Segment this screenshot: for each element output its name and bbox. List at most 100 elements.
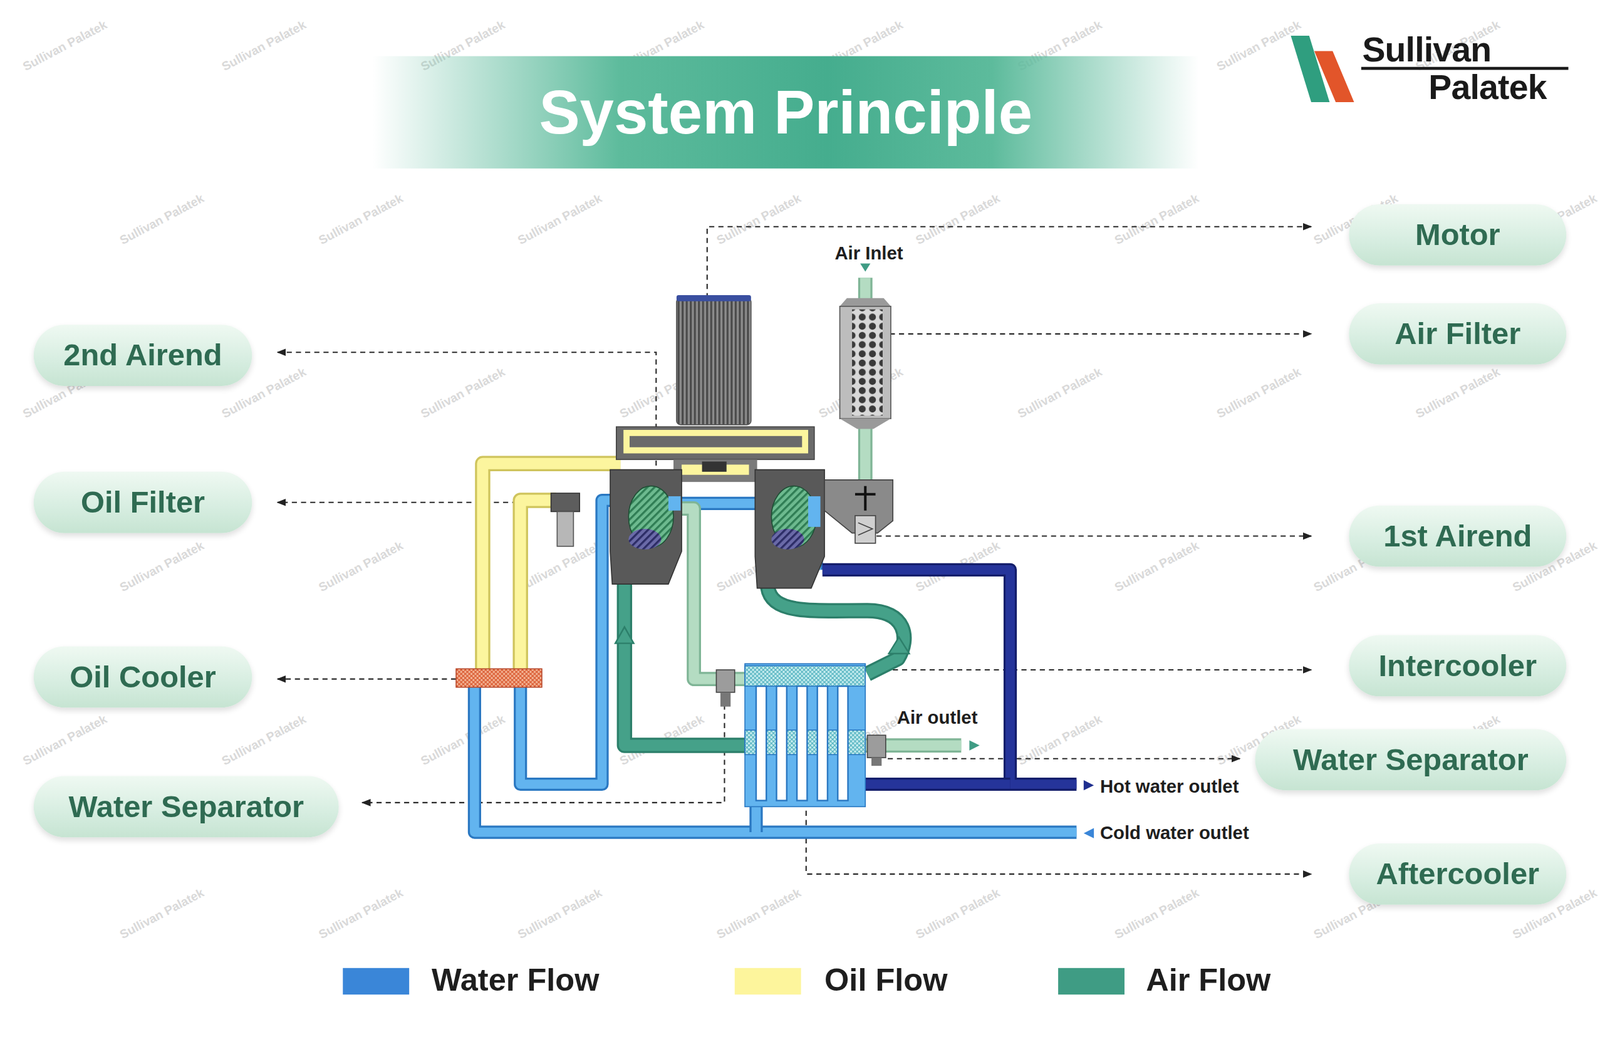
air-filter [840,418,891,429]
watermark: Sullivan Palatek [117,885,207,942]
component-callout: Air Filter [1348,303,1567,365]
compressed-air-pipe [668,277,962,745]
motor [676,295,752,425]
flow-arrow [860,263,871,272]
watermark: Sullivan Palatek [20,711,110,769]
air-pipe [888,637,910,654]
second-airend [610,469,682,585]
intake-valve [863,486,867,511]
compressed-air-pipe [860,420,871,482]
leader-line [806,755,1312,874]
watermark: Sullivan Palatek [515,885,605,942]
cooler-block [817,685,828,801]
air-filter [840,298,891,307]
component-callout: Oil Filter [33,471,253,534]
air-filter [840,306,891,419]
callout-text: Water Separator [1293,742,1529,777]
callout-text: Oil Filter [80,484,205,520]
cooler-block [837,685,848,801]
watermark: Sullivan Palatek [1111,538,1201,595]
flow-arrow [1083,779,1094,790]
leader-line [865,669,1312,671]
air-pipe [767,581,904,675]
watermark: Sullivan Palatek [219,17,309,74]
water-pipe [520,499,616,784]
water-separator [716,669,735,693]
logo-mark [1314,50,1355,102]
intake-valve [855,493,876,496]
component-callout: Water Separator [1254,729,1567,791]
callout-text: Aftercooler [1375,856,1540,891]
component-callout: Water Separator [33,775,339,837]
intake-valve [855,515,876,544]
gearbox [673,459,758,482]
leader-line [867,535,1312,537]
watermark: Sullivan Palatek [1111,885,1201,942]
port-label: Air Inlet [834,243,903,265]
component-callout: Motor [1348,204,1567,266]
leader-line [887,758,1240,760]
leader-line [277,678,457,680]
watermark: Sullivan Palatek [219,711,309,769]
water-separator [720,692,731,707]
watermark: Sullivan Palatek [714,191,804,248]
first-airend [754,469,825,589]
second-airend [668,496,681,511]
second-airend [628,528,661,550]
water-separator [871,757,882,766]
cooler-block [756,685,767,801]
first-airend [754,469,825,589]
hot-water-pipe [842,779,1010,789]
air-filter [840,298,891,430]
component-callout: 2nd Airend [33,324,253,386]
callout-text: Water Separator [68,789,304,824]
gearbox [616,426,815,460]
gearbox [626,432,806,451]
flow-arrow [860,263,1094,838]
watermark: Sullivan Palatek [515,191,605,248]
callout-text: Oil Cooler [69,659,217,695]
component-callout: Oil Cooler [33,646,253,708]
leader-line [889,333,1312,335]
air-pipe [767,581,904,675]
watermark: Sullivan Palatek [714,885,804,942]
watermark: Sullivan Palatek [1111,191,1201,248]
component-callout: Aftercooler [1348,843,1567,905]
cooler-block [776,685,787,801]
legend-swatch [1058,967,1125,995]
oil-filter [556,511,574,546]
flow-arrow [1083,828,1094,839]
watermark: Sullivan Palatek [913,191,1003,248]
watermark: Sullivan Palatek [117,191,207,248]
legend-text: Water Flow [431,961,599,999]
brand-name: Sullivan [1361,29,1491,70]
callout-text: Motor [1415,217,1501,252]
callout-text: 2nd Airend [63,337,222,373]
oil-filter [551,493,581,547]
callout-text: 1st Airend [1383,518,1532,554]
motor [676,295,752,302]
air-filter [851,309,883,416]
port-label: Hot water outlet [1100,775,1240,797]
watermark: Sullivan Palatek [117,538,207,595]
callout-text: Intercooler [1378,648,1537,683]
watermark: Sullivan Palatek [1413,364,1503,421]
diagram-title: System Principle [538,77,1033,148]
second-airend [610,469,682,585]
intake-valve [858,522,873,536]
oil-cooler [456,668,542,687]
cooler-block [744,663,866,807]
watermark: Sullivan Palatek [1015,711,1105,769]
legend-text: Air Flow [1145,961,1271,999]
port-label: Cold water outlet [1100,822,1250,844]
water-separator [716,669,886,766]
legend-swatch [342,967,410,995]
watermark: Sullivan Palatek [418,364,508,421]
first-airend [771,528,804,550]
component-callout: Intercooler [1348,635,1567,697]
motor [676,298,752,425]
watermark: Sullivan Palatek [20,17,110,74]
watermark: Sullivan Palatek [913,885,1003,942]
cooler-block [744,663,866,807]
title-banner: System Principle [372,56,1200,169]
